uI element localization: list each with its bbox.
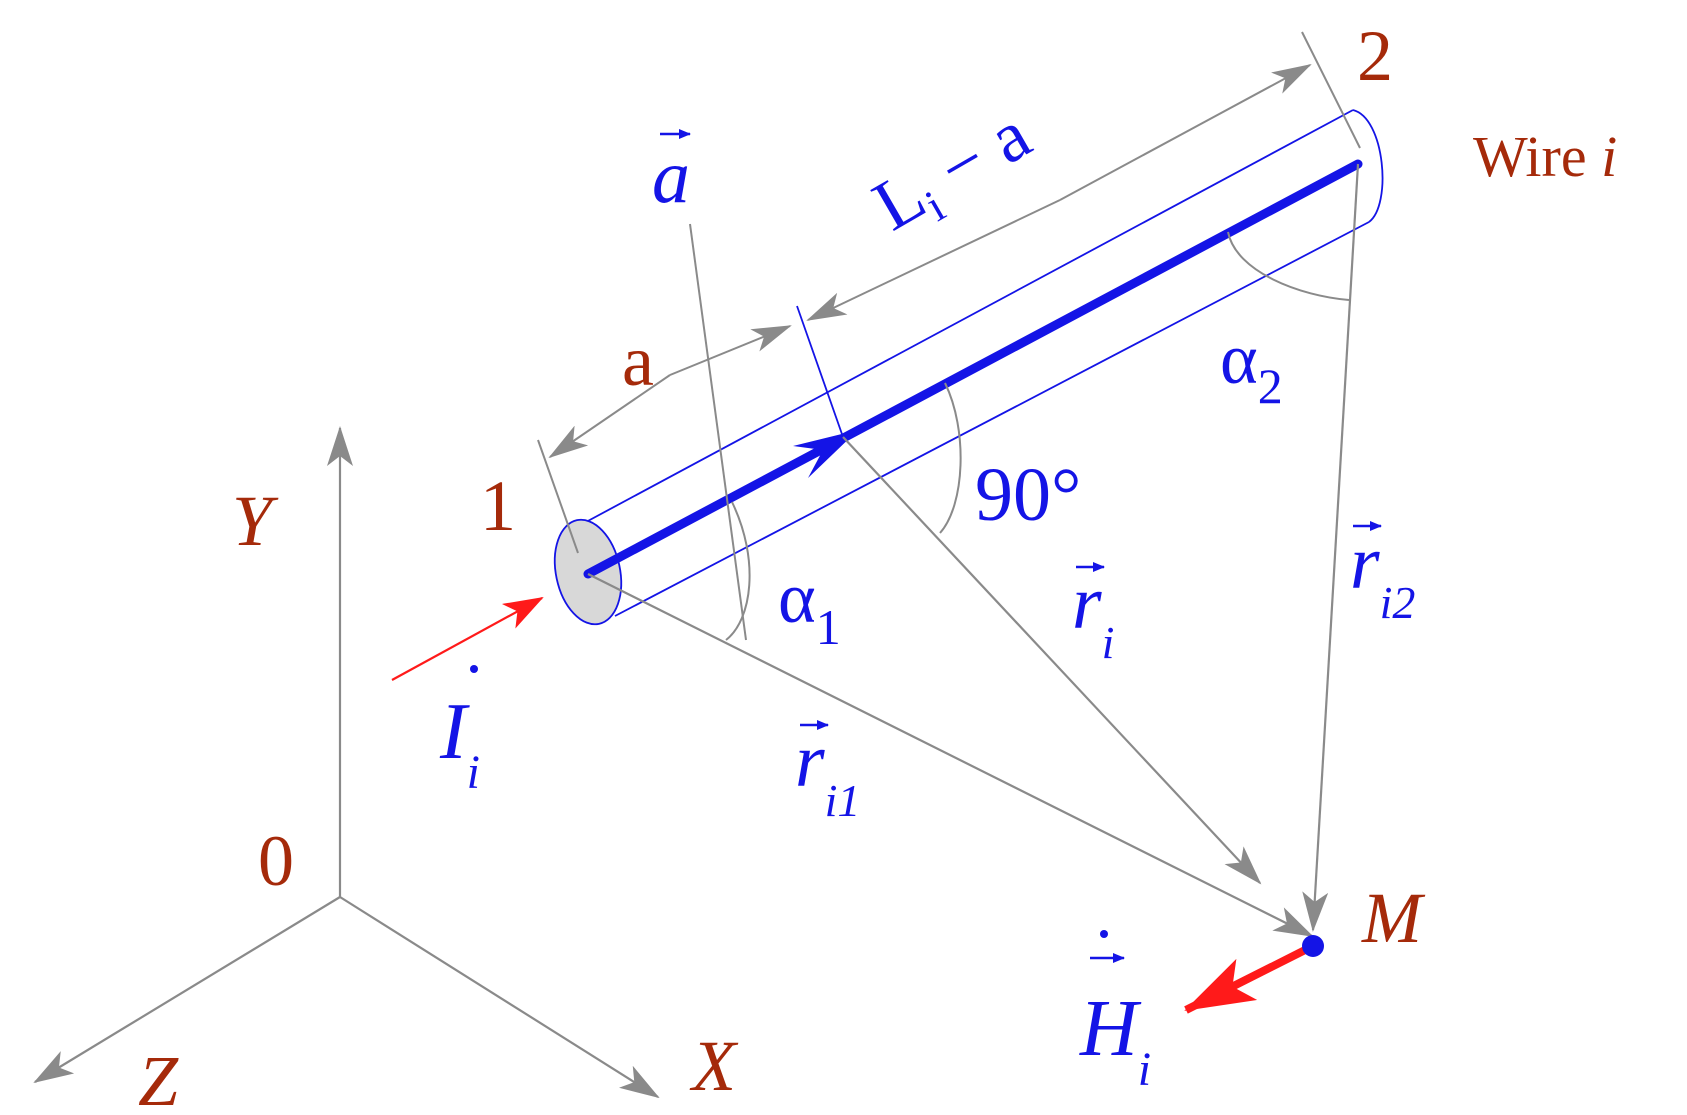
r-i1-sub: i1 [825,775,861,826]
axis-x-line [339,896,660,1099]
r-i-label: ri [1072,561,1114,668]
alpha2-sub: 2 [1258,358,1283,414]
r-i2-symbol: r [1350,521,1380,605]
field-symbol: H [1079,985,1142,1073]
current-direction-arrowhead [793,430,858,478]
h-i-dot [1100,930,1108,938]
coordinate-axes [33,426,660,1099]
angle-90-arc [939,382,962,534]
vec-a-label: a [652,135,690,219]
point-m-label: M [1361,878,1426,958]
vec-a-reference-line [689,223,747,641]
dimension-rest-arrow-right [1059,64,1312,201]
extension-line-start [537,439,579,554]
dimension-rest-arrow-left [806,199,1061,321]
extension-line-end [1301,31,1361,149]
dimension-lines [537,31,1361,554]
dimension-a-arrow-left [548,374,671,459]
cylinder-bottom-edge [614,221,1370,617]
alpha1-label: α1 [778,558,841,655]
wire-label-index: i [1601,124,1617,189]
radius-vectors [587,163,1360,937]
perpendicular-tick-line [796,305,844,438]
dimension-a-arrow-right [669,325,792,376]
length-rest-label: Li − a [860,94,1047,253]
angle-arcs [725,231,1350,641]
length-a-label: a [622,321,654,401]
angle-alpha1-arc [725,501,751,641]
r-i2-sub: i2 [1380,577,1416,628]
field-sub: i [1138,1043,1151,1096]
r-i1-label: ri1 [795,719,860,826]
alpha1-symbol: α [778,558,816,638]
r-i2-label: ri2 [1350,521,1415,628]
cylinder-top-edge [585,109,1354,523]
axis-x-label: X [689,1026,739,1106]
wire-label: Wire i [1473,124,1617,189]
vector-r-i2-line [1302,163,1360,932]
alpha2-label: α2 [1220,319,1283,414]
cylinder-far-end-arc [1352,109,1384,223]
point-1-label: 1 [480,466,516,546]
wire-axis-line [583,159,1363,579]
r-i-symbol: r [1072,561,1102,645]
angle-alpha2-arc [1227,231,1350,301]
field-vector-arrow [1184,942,1315,1014]
current-arrow [391,597,544,681]
angle-90-label: 90° [975,453,1081,537]
current-label: Ii [439,688,480,799]
current-sub: i [467,746,480,799]
point-2-label: 2 [1357,16,1393,96]
vector-r-i-line [842,436,1262,885]
field-label: Hi [1079,985,1151,1096]
axis-z-line [33,896,341,1084]
current-symbol: I [439,688,470,776]
r-i1-symbol: r [795,719,825,803]
axis-y-label: Y [232,481,279,561]
vector-r-i1-line [587,573,1314,937]
axis-z-label: Z [138,1041,179,1115]
alpha2-symbol: α [1220,319,1258,399]
current-dot [470,665,478,673]
wire-label-word: Wire [1473,124,1601,189]
r-i-sub: i [1102,617,1115,668]
origin-label: 0 [258,821,294,901]
alpha1-sub: 1 [816,599,841,655]
point-m-dot [1302,935,1324,957]
